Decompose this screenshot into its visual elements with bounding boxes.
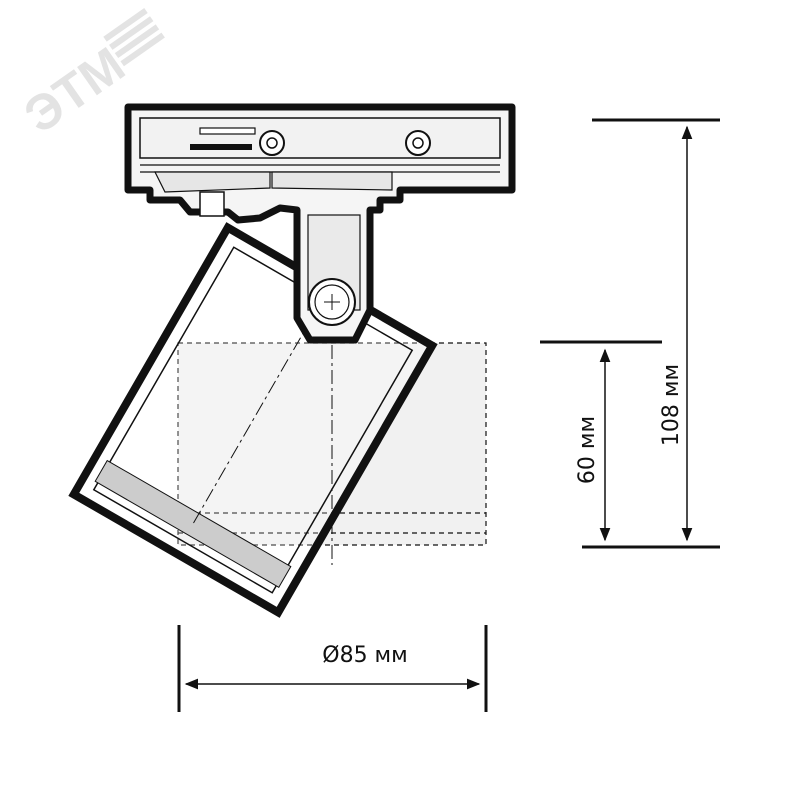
spotlight-head (68, 222, 438, 618)
track-adapter (124, 103, 516, 344)
dimension-85: Ø85 мм (177, 625, 488, 712)
dimension-60-label: 60 мм (575, 416, 600, 484)
screw-icon (405, 130, 431, 156)
logo-stripes-icon (103, 8, 165, 67)
dimension-85-label: Ø85 мм (322, 643, 408, 668)
screw-icon (259, 130, 285, 156)
dimension-108-label: 108 мм (659, 364, 684, 446)
dimension-60: 60 мм (540, 340, 662, 542)
dimension-108: 108 мм (582, 118, 720, 549)
